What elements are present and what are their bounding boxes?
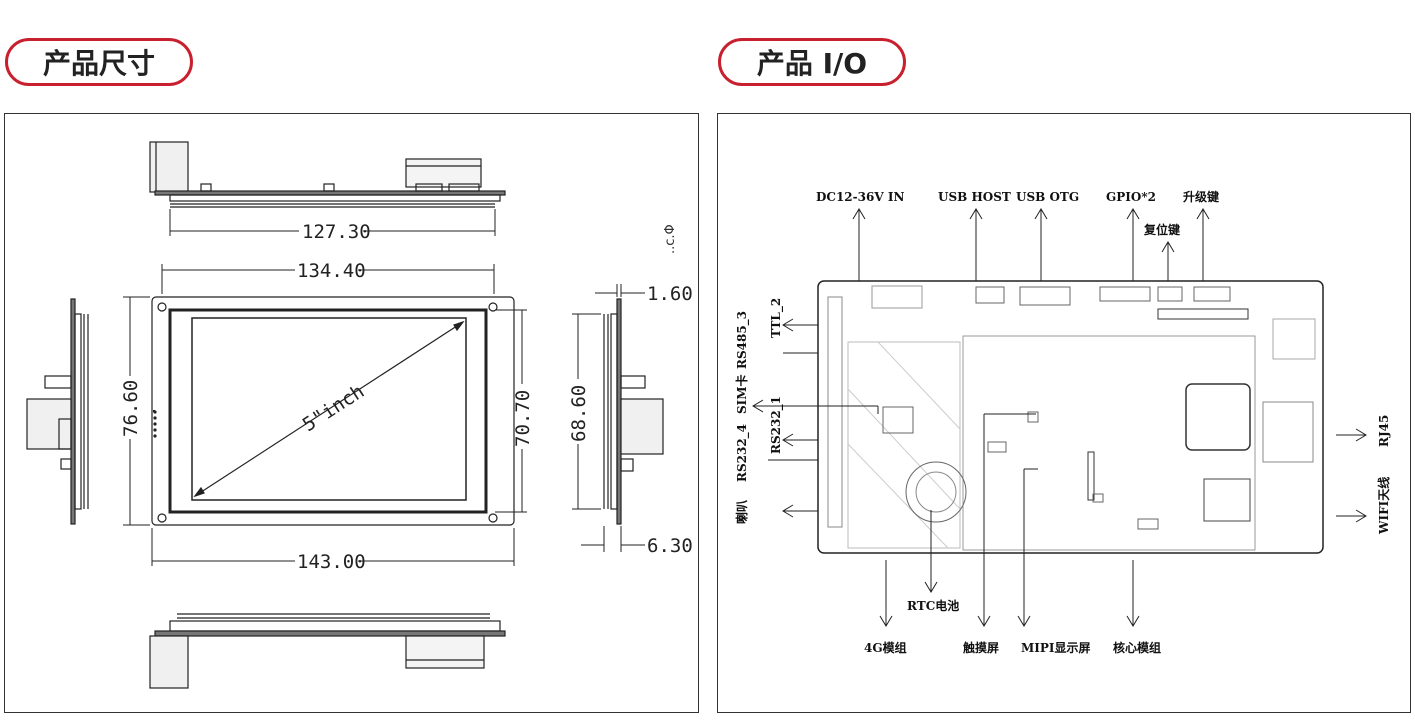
io-panel: DC12-36V IN USB HOST USB OTG GPIO*2 升级键 … (717, 113, 1411, 713)
dimensions-header: 产品尺寸 (5, 38, 193, 86)
dim-top-width: 127.30 (302, 221, 371, 243)
label-upgrade-key: 升级键 (1183, 189, 1219, 204)
label-core-module: 核心模组 (1113, 640, 1161, 655)
right-side-view (603, 298, 664, 525)
dimensions-header-label: 产品尺寸 (42, 47, 155, 80)
io-header: 产品 I/O (718, 38, 906, 86)
label-rs485-3: RS485_3 (735, 311, 750, 369)
dimension-lines (123, 209, 645, 566)
label-speaker: 喇叭 (734, 500, 749, 524)
dim-thickness-top: 1.60 (647, 283, 693, 305)
left-side-view (26, 298, 89, 525)
front-view (151, 296, 515, 526)
label-rj45: RJ45 (1377, 415, 1391, 447)
label-sim: SIM卡 (734, 374, 749, 414)
dim-mid-width: 134.40 (297, 260, 366, 282)
label-mipi-display: MIPI显示屏 (1021, 641, 1091, 655)
top-side-view (149, 141, 506, 208)
dim-thickness-bottom: 6.30 (647, 535, 693, 557)
label-rtc-battery: RTC电池 (907, 598, 959, 613)
dim-overall-width: 143.00 (297, 551, 366, 573)
io-header-label: 产品 I/O (756, 47, 868, 80)
side-mark: ..c.Φ (663, 224, 678, 254)
dim-height-inner: 70.70 (512, 390, 534, 447)
dim-height-outer: 76.60 (120, 380, 142, 437)
label-power-in: DC12-36V IN (816, 190, 904, 204)
label-rs232-1: RS232_1 (769, 396, 784, 454)
io-leader-lines (752, 208, 1367, 627)
label-touch-screen: 触摸屏 (963, 640, 999, 655)
dim-diagonal: 5"inch (299, 380, 369, 436)
label-reset-key: 复位键 (1143, 222, 1180, 237)
label-rs232-4: RS232_4 (735, 424, 750, 482)
dimensions-panel: 127.30 134.40 143.00 76.60 70.70 68.60 1… (4, 113, 699, 713)
label-ttl2: TTL_2 (769, 298, 784, 338)
bottom-side-view (149, 613, 506, 689)
dimension-drawing: 127.30 134.40 143.00 76.60 70.70 68.60 1… (26, 141, 693, 689)
dim-side-height: 68.60 (568, 385, 590, 442)
label-usb-otg: USB OTG (1016, 190, 1079, 204)
io-drawing: DC12-36V IN USB HOST USB OTG GPIO*2 升级键 … (734, 189, 1391, 655)
label-wifi-antenna: WIFI天线 (1376, 477, 1391, 535)
label-4g-module: 4G模组 (864, 640, 907, 655)
pcb-board (817, 280, 1324, 554)
label-usb-host: USB HOST (938, 190, 1011, 204)
label-gpio: GPIO*2 (1106, 190, 1156, 204)
